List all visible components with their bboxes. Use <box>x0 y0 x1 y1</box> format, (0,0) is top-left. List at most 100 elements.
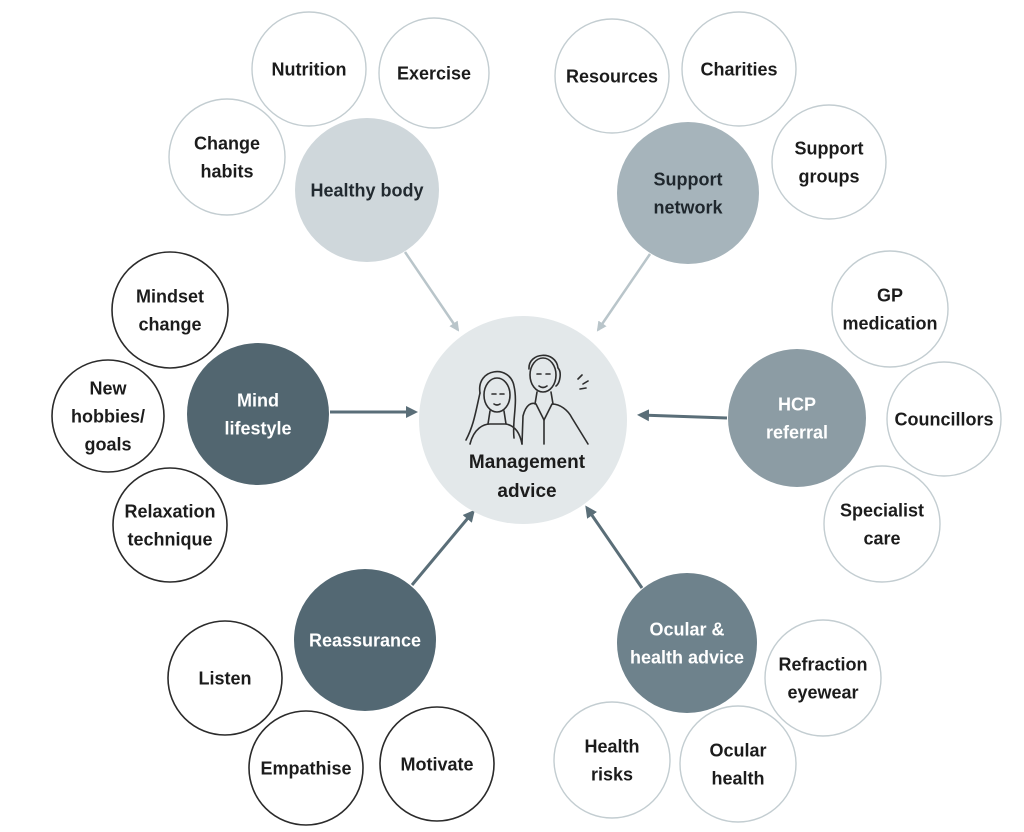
mind-lifestyle-satellite-label-line-1: New <box>89 379 127 399</box>
hcp-referral-satellite-circle <box>886 361 1002 477</box>
mind-lifestyle-hub-label-line-1: Mind <box>237 391 279 411</box>
reassurance-arrow <box>410 509 475 586</box>
support-network-satellite-2: Charities <box>681 11 797 127</box>
mind-lifestyle-satellite-label-line-2: hobbies/ <box>71 406 145 426</box>
ocular-health-advice-satellite-3: Ocular health <box>679 705 797 823</box>
reassurance-hub: Reassurance <box>294 569 436 711</box>
support-network-satellite-circle <box>771 104 887 220</box>
mind-lifestyle-satellite-label-line-3: goals <box>84 434 131 454</box>
healthy-body-satellite-label-line-1: Change <box>194 134 260 154</box>
hcp-referral-arrow <box>637 409 728 422</box>
support-network-satellite-label-line-1: Charities <box>700 59 777 79</box>
ocular-health-advice-hub: Ocular & health advice <box>617 573 757 713</box>
ocular-health-advice-satellite-1: Refraction eyewear <box>764 619 882 737</box>
hcp-referral-hub-label-line-1: HCP <box>778 395 816 415</box>
ocular-health-advice-hub-circle <box>617 573 757 713</box>
reassurance-satellite-3: Motivate <box>379 706 495 822</box>
ocular-health-advice-satellite-circle <box>764 619 882 737</box>
support-network-satellite-label-line-1: Resources <box>566 66 658 86</box>
reassurance-satellite-circle <box>248 710 364 826</box>
support-network-hub-label-line-2: network <box>653 197 723 217</box>
ocular-health-advice-hub-label-line-2: health advice <box>630 647 744 667</box>
healthy-body-hub-circle <box>295 118 439 262</box>
healthy-body-hub: Healthy body <box>295 118 439 262</box>
arrows-layer <box>330 251 728 589</box>
healthy-body-satellite-2: Exercise <box>378 17 490 129</box>
healthy-body-satellite-label-line-2: habits <box>200 161 253 181</box>
mind-lifestyle-satellite-3: Relaxation technique <box>112 467 228 583</box>
support-network-satellite-label-line-1: Support <box>795 139 864 159</box>
ocular-health-advice-satellite-2: Health risks <box>553 701 671 819</box>
support-network-hub-circle <box>617 122 759 264</box>
hcp-referral-hub: HCP referral <box>728 349 866 487</box>
hcp-referral-satellite-3: Specialist care <box>823 465 941 583</box>
reassurance-satellite-label-line-1: Motivate <box>400 754 473 774</box>
hcp-referral-satellite-label-line-1: Specialist <box>840 501 924 521</box>
hcp-referral-satellite-2: Councillors <box>886 361 1002 477</box>
ocular-health-advice-satellite-label-line-2: eyewear <box>787 682 858 702</box>
reassurance-satellite-1: Listen <box>167 620 283 736</box>
hcp-referral-hub-circle <box>728 349 866 487</box>
mind-lifestyle-satellite-2: New hobbies/goals <box>51 359 165 473</box>
mind-lifestyle-satellite-circle <box>111 251 229 369</box>
ocular-health-advice-satellite-circle <box>553 701 671 819</box>
hcp-referral-hub-label-line-2: referral <box>766 422 828 442</box>
healthy-body-satellite-1: Nutrition <box>251 11 367 127</box>
reassurance-satellite-label-line-1: Empathise <box>260 758 351 778</box>
hcp-referral-satellite-label-line-1: GP <box>877 286 903 306</box>
mind-lifestyle-satellite-1: Mindset change <box>111 251 229 369</box>
healthy-body-arrow <box>403 251 460 332</box>
healthy-body-satellite-circle <box>168 98 286 216</box>
mind-lifestyle-hub-label-line-2: lifestyle <box>224 418 291 438</box>
ocular-health-advice-satellite-label-line-2: health <box>711 768 764 788</box>
center-label-line1: Management <box>469 452 586 473</box>
mind-lifestyle-satellite-label-line-1: Relaxation <box>124 502 215 522</box>
mind-lifestyle-satellite-circle <box>51 359 165 473</box>
healthy-body-hub-label-line-1: Healthy body <box>310 180 423 200</box>
support-network-hub: Support network <box>617 122 759 264</box>
mind-lifestyle-satellite-label-line-1: Mindset <box>136 287 204 307</box>
support-network-satellite-label-line-2: groups <box>799 166 860 186</box>
ocular-health-advice-hub-label-line-1: Ocular & <box>649 620 724 640</box>
hcp-referral-satellite-1: GP medication <box>831 250 949 368</box>
support-network-hub-label-line-1: Support <box>654 170 723 190</box>
support-network-satellite-circle <box>554 18 670 134</box>
support-network-satellite-3: Support groups <box>771 104 887 220</box>
healthy-body-satellite-circle <box>378 17 490 129</box>
hcp-referral-satellite-label-line-1: Councillors <box>894 409 993 429</box>
support-network-arrow <box>596 253 652 332</box>
hcp-referral-satellite-label-line-2: care <box>863 528 900 548</box>
reassurance-satellite-circle <box>379 706 495 822</box>
hcp-referral-satellite-label-line-2: medication <box>842 313 937 333</box>
support-network-satellite-circle <box>681 11 797 127</box>
healthy-body-satellite-3: Change habits <box>168 98 286 216</box>
hcp-referral-satellite-circle <box>823 465 941 583</box>
people-illustration <box>465 354 589 445</box>
ocular-health-advice-satellite-circle <box>679 705 797 823</box>
mind-lifestyle-satellite-circle <box>112 467 228 583</box>
reassurance-satellite-2: Empathise <box>248 710 364 826</box>
mind-lifestyle-hub: Mind lifestyle <box>187 343 329 485</box>
reassurance-hub-label-line-1: Reassurance <box>309 630 421 650</box>
mind-lifestyle-satellite-label-line-2: change <box>138 314 201 334</box>
healthy-body-satellite-label-line-1: Nutrition <box>272 59 347 79</box>
center-label-line2: advice <box>497 481 556 502</box>
healthy-body-satellite-circle <box>251 11 367 127</box>
support-network-satellite-1: Resources <box>554 18 670 134</box>
ocular-health-advice-satellite-label-line-1: Ocular <box>709 741 766 761</box>
reassurance-satellite-label-line-1: Listen <box>198 668 251 688</box>
center-node: Management advice <box>419 316 627 524</box>
ocular-health-advice-satellite-label-line-2: risks <box>591 764 633 784</box>
reassurance-hub-circle <box>294 569 436 711</box>
mind-lifestyle-hub-circle <box>187 343 329 485</box>
reassurance-satellite-circle <box>167 620 283 736</box>
hcp-referral-satellite-circle <box>831 250 949 368</box>
ocular-health-advice-arrow <box>585 505 644 589</box>
mind-lifestyle-satellite-label-line-2: technique <box>127 529 212 549</box>
ocular-health-advice-satellite-label-line-1: Health <box>584 737 639 757</box>
ocular-health-advice-satellite-label-line-1: Refraction <box>778 655 867 675</box>
healthy-body-satellite-label-line-1: Exercise <box>397 63 471 83</box>
